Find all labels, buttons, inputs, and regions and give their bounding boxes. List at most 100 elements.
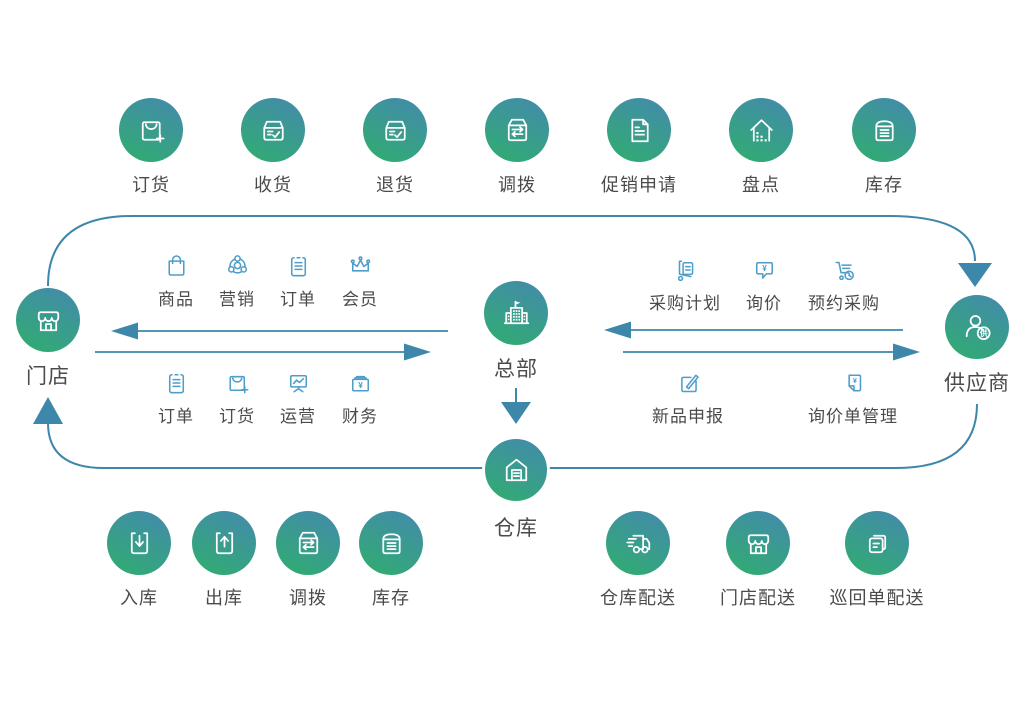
outbound-arrow-icon [215, 531, 233, 554]
operation-board-icon [289, 374, 307, 393]
node-circle [359, 511, 423, 575]
flow-node-store-delivery: 门店配送 [698, 511, 818, 610]
hq-building-flag-icon [503, 300, 529, 324]
module-purchase-plan: 采购计划 [630, 254, 740, 314]
arrowhead-right [404, 343, 431, 361]
receive-box-check-icon [262, 120, 284, 141]
module-label: 财务 [342, 407, 378, 426]
node-circle [107, 511, 171, 575]
node-circle [485, 98, 549, 162]
node-label: 收货 [254, 175, 292, 195]
node-circle [845, 511, 909, 575]
order-bag-plus-icon [228, 375, 248, 394]
delivery-truck-icon [625, 534, 650, 553]
node-label: 调拨 [289, 588, 327, 608]
marketing-group-icon [227, 255, 247, 274]
flow-node-stocktake: 盘点 [701, 98, 821, 197]
node-label: 仓库配送 [600, 588, 676, 608]
module-label: 订单 [280, 290, 316, 309]
module-label: 询价单管理 [808, 407, 898, 426]
flow-node-transfer: 调拨 [457, 98, 577, 197]
module-reserve-purchase: 预约采购 [789, 254, 899, 314]
module-label: 采购计划 [649, 294, 721, 313]
module-label: 运营 [280, 407, 316, 426]
module-orders: 订单 [121, 367, 231, 427]
module-label: 会员 [342, 290, 378, 309]
stocktake-house-icon [749, 118, 773, 142]
node-label: 巡回单配送 [829, 588, 925, 608]
node-circle [607, 98, 671, 162]
yen-glyph: ¥ [358, 380, 363, 390]
node-label: 调拨 [498, 175, 536, 195]
flow-node-stock-bottom: 库存 [331, 511, 451, 610]
yen-glyph: ¥ [762, 264, 767, 273]
node-circle [726, 511, 790, 575]
module-label: 询价 [746, 294, 782, 313]
module-members: 会员 [305, 250, 415, 310]
arrow-to-warehouse [501, 402, 531, 424]
node-label: 盘点 [742, 175, 780, 195]
stacked-orders-icon [868, 534, 886, 553]
flow-node-receive: 收货 [213, 98, 333, 197]
promotion-document-icon [630, 118, 649, 142]
node-circle [729, 98, 793, 162]
node-label: 门店配送 [720, 588, 796, 608]
flow-node-order: 订货 [91, 98, 211, 197]
arrowhead-right [893, 343, 920, 361]
storefront-icon [747, 533, 769, 554]
supplier-person-icon: 供 [965, 314, 991, 340]
flow-node-promotion: 促销申请 [579, 98, 699, 197]
arrow-to-supplier [958, 263, 992, 287]
node-circle [363, 98, 427, 162]
flow-node-transfer-bottom: 调拨 [248, 511, 368, 610]
transfer-box-icon [298, 531, 318, 554]
flow-node-outbound: 出库 [164, 511, 284, 610]
flow-node-stock: 库存 [824, 98, 944, 197]
module-orders: 订单 [243, 250, 353, 310]
module-new-product: 新品申报 [633, 367, 743, 427]
yen-glyph: ¥ [852, 376, 856, 385]
shopping-bag-plus-icon [141, 120, 165, 143]
node-label: 促销申请 [601, 175, 677, 195]
stock-crate-icon [381, 532, 401, 554]
arrowhead-left [111, 322, 138, 340]
new-product-edit-icon [680, 374, 699, 393]
module-inquiry-doc-mgmt: ¥ 询价单管理 [798, 367, 908, 427]
node-circle [241, 98, 305, 162]
entity-label: 供应商 [944, 372, 1010, 395]
purchase-plan-trolley-icon [677, 260, 693, 282]
loop-bottom-line [47, 403, 978, 469]
node-circle [482, 436, 550, 504]
node-circle [484, 281, 548, 345]
loop-top-line [47, 215, 976, 287]
entity-node-store: 门店 [0, 288, 108, 390]
node-label: 订货 [132, 175, 170, 195]
arrowhead-left [604, 321, 631, 339]
module-label: 商品 [158, 290, 194, 309]
entity-label: 仓库 [494, 517, 538, 540]
goods-bag-icon [167, 255, 185, 276]
entity-node-supplier: 供 供应商 [917, 295, 1025, 397]
node-circle [606, 511, 670, 575]
inquiry-bubble-yen-icon: ¥ [755, 261, 773, 279]
node-circle [192, 511, 256, 575]
flow-node-roving-delivery: 巡回单配送 [817, 511, 937, 610]
node-circle [16, 288, 80, 352]
node-label: 出库 [205, 588, 243, 608]
module-ordering: 订货 [182, 367, 292, 427]
node-circle [119, 98, 183, 162]
order-clipboard-icon [290, 256, 306, 277]
order-clipboard-icon [168, 373, 184, 394]
arrow-to-store [33, 397, 63, 424]
member-crown-icon [350, 256, 370, 272]
module-operations: 运营 [243, 367, 353, 427]
transfer-box-icon [507, 118, 527, 141]
finance-cashbox-icon: ¥ [351, 375, 369, 392]
node-circle [852, 98, 916, 162]
storefront-icon [37, 310, 59, 331]
inbound-arrow-icon [130, 531, 148, 554]
module-inquiry: ¥ 询价 [709, 254, 819, 314]
inquiry-doc-yen-icon: ¥ [847, 374, 861, 392]
